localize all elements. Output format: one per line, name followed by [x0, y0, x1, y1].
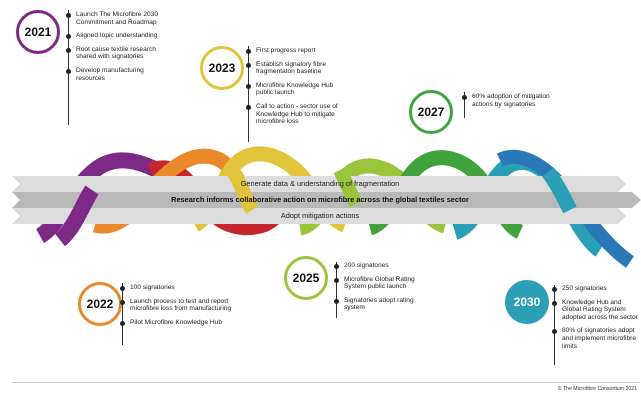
- milestone-item: Aligned topic understanding: [65, 32, 160, 40]
- ribbon-lightgreen-front: [333, 166, 363, 208]
- connector-2023: [248, 46, 250, 142]
- milestone-item: Microfibre Global Rating System public l…: [333, 276, 428, 291]
- milestones-2025: 200 signatories Microfibre Global Rating…: [333, 262, 428, 318]
- arrow-band-bottom: [12, 208, 626, 224]
- milestone-item: Launch The Microfibre 2030 Commitment an…: [65, 11, 160, 26]
- milestone-item: 100 signatories: [119, 284, 232, 292]
- year-2023-circle: 2023: [200, 46, 244, 90]
- ribbon-teal-front: [542, 167, 577, 214]
- year-2027-circle: 2027: [409, 90, 453, 134]
- year-2025-circle: 2025: [284, 256, 328, 300]
- milestone-item: 60% adoption of mitigation actions by si…: [461, 93, 554, 108]
- connector-2021: [68, 10, 70, 125]
- milestone-item: 80% of signatories adopt and implement m…: [551, 327, 640, 350]
- connector-2025b: [336, 262, 338, 318]
- milestone-item: Root cause textile research shared with …: [65, 46, 160, 61]
- milestones-2030: 250 signatories Knowledge Hub and Global…: [551, 285, 640, 356]
- year-2021-circle: 2021: [16, 10, 60, 54]
- arrow-bands: [12, 176, 641, 224]
- milestones-2021: Launch The Microfibre 2030 Commitment an…: [65, 11, 160, 88]
- milestone-item: Establish signatory fibre fragmentaton b…: [245, 61, 352, 76]
- milestone-item: First progress report: [245, 47, 352, 55]
- connector-2027: [464, 92, 466, 118]
- connector-2022: [122, 283, 124, 345]
- connector-2030: [554, 285, 556, 365]
- ribbon-yellow-front: [224, 163, 259, 214]
- milestone-item: Launch process to test and report microf…: [119, 298, 232, 313]
- milestones-2023: First progress report Establish signator…: [245, 47, 352, 132]
- band-label-middle: Research informs collaborative action on…: [171, 195, 469, 204]
- milestone-item: 250 signatories: [551, 285, 640, 293]
- band-label-top: Generate data & understanding of fragmen…: [240, 179, 400, 188]
- milestone-item: Signatories adopt rating system: [333, 297, 428, 312]
- footer-divider: [12, 382, 640, 383]
- arrow-band-top: [12, 176, 626, 192]
- copyright-text: © The Microfibre Consortium 2021: [557, 386, 637, 392]
- milestone-item: Microfibre Knowledge Hub public launch: [245, 82, 352, 97]
- milestone-item: Develop manufacturing resources: [65, 67, 160, 82]
- milestones-2022: 100 signatories Launch process to test a…: [119, 284, 232, 332]
- band-label-bottom: Adopt mitigation actions: [280, 211, 360, 220]
- milestones-2027: 60% adoption of mitigation actions by si…: [461, 93, 554, 114]
- arrow-band-middle: [12, 192, 641, 208]
- milestone-item: Pilot Microfibre Knowledge Hub: [119, 319, 232, 327]
- ribbon-purple-front: [54, 185, 99, 247]
- milestone-item: Call to action - sector use of Knowledge…: [245, 103, 352, 126]
- milestone-item: Knowledge Hub and Global Rating System a…: [551, 299, 640, 322]
- milestone-item: 200 signatories: [333, 262, 428, 270]
- year-2022-circle: 2022: [78, 282, 122, 326]
- year-2030-circle: 2030: [505, 280, 549, 324]
- ribbons-front: [54, 163, 577, 247]
